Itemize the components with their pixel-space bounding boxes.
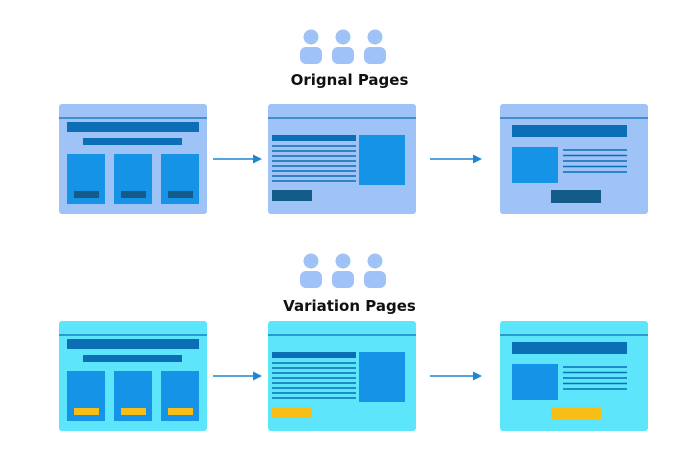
card-button	[74, 191, 99, 198]
user-icon	[364, 253, 386, 288]
arrow-right-icon	[253, 371, 262, 381]
subtitle-bar	[83, 138, 182, 145]
card-button	[121, 191, 146, 198]
user-head	[303, 253, 319, 269]
heading-line	[272, 352, 356, 358]
user-head	[335, 253, 351, 269]
user-head	[367, 29, 383, 45]
variation-page-detail	[500, 321, 648, 431]
page-frame	[268, 104, 416, 214]
variation-page-article	[268, 321, 416, 431]
original-page-detail	[500, 104, 648, 214]
user-body	[300, 47, 322, 64]
page-frame	[268, 321, 416, 431]
user-head	[335, 29, 351, 45]
arrow-right-icon	[473, 371, 482, 381]
original-page-article	[268, 104, 416, 214]
cta-button	[551, 407, 601, 420]
title-bar	[67, 122, 199, 132]
title-bar	[512, 342, 627, 354]
subtitle-bar	[83, 355, 182, 362]
card-button	[74, 408, 99, 415]
user-head	[303, 29, 319, 45]
original-users-group	[300, 29, 386, 64]
cta-button	[272, 407, 312, 418]
original-arrow-2	[430, 154, 482, 164]
original-page-grid	[59, 104, 207, 214]
image-block	[512, 364, 558, 400]
user-head	[367, 253, 383, 269]
original-arrow-1	[213, 154, 262, 164]
user-icon	[300, 29, 322, 64]
user-body	[300, 271, 322, 288]
heading-line	[272, 135, 356, 141]
variation-arrow-1	[213, 371, 262, 381]
variation-users-group	[300, 253, 386, 288]
card-button	[168, 408, 193, 415]
user-icon	[300, 253, 322, 288]
original-pages-title: Orignal Pages	[290, 71, 409, 89]
card-button	[121, 408, 146, 415]
image-block	[359, 135, 405, 185]
user-icon	[332, 253, 354, 288]
variation-page-grid	[59, 321, 207, 431]
user-icon	[332, 29, 354, 64]
cta-button	[551, 190, 601, 203]
user-body	[364, 271, 386, 288]
user-icon	[364, 29, 386, 64]
user-body	[332, 271, 354, 288]
image-block	[359, 352, 405, 402]
cta-button	[272, 190, 312, 201]
image-block	[512, 147, 558, 183]
arrow-right-icon	[473, 154, 482, 164]
user-body	[332, 47, 354, 64]
arrow-right-icon	[253, 154, 262, 164]
variation-arrow-2	[430, 371, 482, 381]
user-body	[364, 47, 386, 64]
card-button	[168, 191, 193, 198]
title-bar	[512, 125, 627, 137]
title-bar	[67, 339, 199, 349]
variation-pages-title: Variation Pages	[283, 297, 416, 315]
